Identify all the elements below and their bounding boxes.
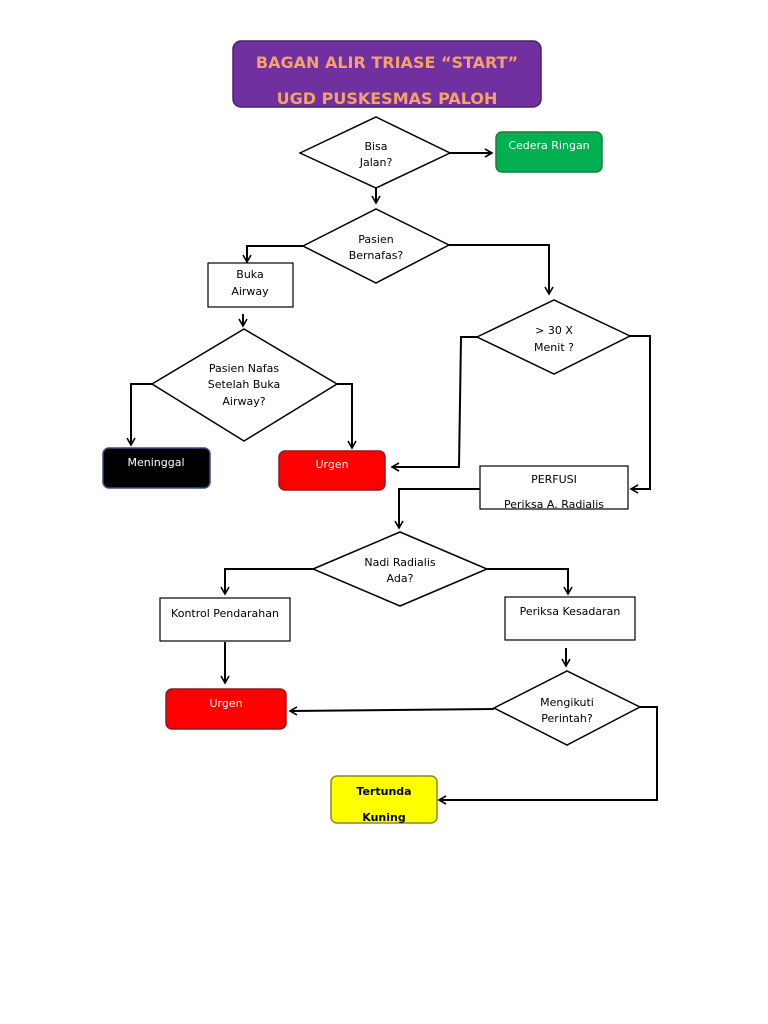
pasien-bernafas-line-2: Bernafas? [349,249,404,262]
buka-airway-line-1: Buka [236,268,263,281]
arrow-pasien-nafas-to-urgen [337,383,357,450]
title-box: BAGAN ALIR TRIASE “START” UGD PUSKESMAS … [232,40,542,108]
nadi-radialis-line-2: Ada? [387,572,414,585]
mengikuti-line-1: Mengikuti [540,696,594,709]
arrow-pasien-nafas-to-meninggal [126,383,152,447]
perfusi-line-1: PERFUSI [531,473,577,486]
perfusi-line-2: Periksa A. Radialis [504,498,604,511]
30x-menit-line-2: Menit ? [534,341,574,354]
pasien-nafas-line-1: Pasien Nafas [209,362,279,375]
decision-pasien-nafas-setelah: Pasien Nafas Setelah Buka Airway? [150,328,339,442]
pasien-nafas-line-2: Setelah Buka [208,378,281,391]
pasien-nafas-line-3: Airway? [222,395,265,408]
bisa-jalan-line-1: Bisa [364,140,387,153]
cedera-ringan-label: Cedera Ringan [508,139,589,152]
arrow-mengikuti-to-tertunda [437,706,658,805]
process-buka-airway: Buka Airway [207,262,294,308]
bisa-jalan-line-2: Jalan? [359,156,393,169]
arrow-pasien-bernafas-to-30x [449,244,554,296]
outcome-meninggal: Meninggal [102,447,211,489]
process-kontrol-pendarahan: Kontrol Pendarahan [159,597,291,642]
urgen-1-label: Urgen [315,458,348,471]
30x-menit-line-1: > 30 X [535,324,573,337]
decision-30x-menit: > 30 X Menit ? [475,299,632,375]
kontrol-pendarahan-label: Kontrol Pendarahan [171,607,279,620]
tertunda-line-2: Kuning [362,811,405,824]
periksa-kesadaran-label: Periksa Kesadaran [520,605,621,618]
arrow-nadi-radialis-to-periksa [487,568,573,596]
process-periksa-kesadaran: Periksa Kesadaran [504,596,636,641]
title-line-1: BAGAN ALIR TRIASE “START” [256,53,518,72]
nadi-radialis-line-1: Nadi Radialis [364,556,436,569]
process-perfusi: PERFUSI Periksa A. Radialis [479,465,629,511]
outcome-tertunda: Tertunda Kuning [330,775,438,824]
buka-airway-line-2: Airway [231,285,269,298]
outcome-urgen-1: Urgen [278,450,386,491]
outcome-cedera-ringan: Cedera Ringan [495,131,603,173]
arrow-perfusi-to-nadi-radialis [394,488,480,530]
title-line-2: UGD PUSKESMAS PALOH [277,89,498,108]
connectors [126,148,658,805]
arrow-mengikuti-to-urgen [288,706,495,716]
decision-mengikuti-perintah: Mengikuti Perintah? [492,670,642,746]
tertunda-line-1: Tertunda [356,785,411,798]
mengikuti-line-2: Perintah? [541,712,593,725]
arrow-pasien-bernafas-to-buka-airway [242,245,303,264]
arrow-30x-to-perfusi [629,335,651,494]
decision-pasien-bernafas: Pasien Bernafas? [301,208,451,284]
arrow-nadi-radialis-to-kontrol [220,568,313,596]
urgen-2-label: Urgen [209,697,242,710]
decision-bisa-jalan: Bisa Jalan? [298,116,452,189]
outcome-urgen-2: Urgen [165,688,287,730]
meninggal-label: Meninggal [127,456,184,469]
arrow-30x-to-urgen [390,336,477,472]
pasien-bernafas-line-1: Pasien [358,233,393,246]
decision-nadi-radialis: Nadi Radialis Ada? [311,531,489,607]
